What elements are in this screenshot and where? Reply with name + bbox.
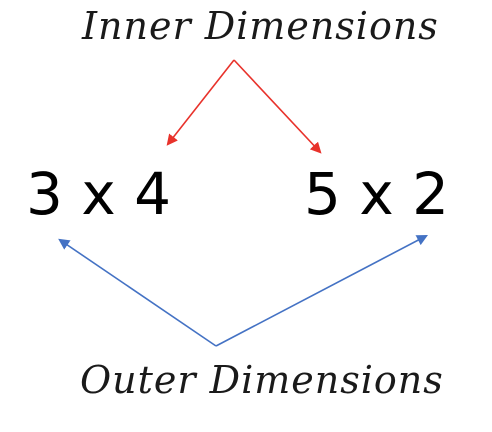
outer-arrow-right [215,234,428,347]
left-matrix-dimensions: 3 x 4 [26,160,171,228]
outer-dimensions-label: Outer Dimensions [80,358,444,402]
inner-dimensions-label: Inner Dimensions [82,4,439,48]
right-matrix-dimensions: 5 x 2 [304,160,449,228]
outer-arrow-left [58,238,217,347]
inner-arrow-left [166,59,235,146]
inner-arrow-right [233,59,322,154]
